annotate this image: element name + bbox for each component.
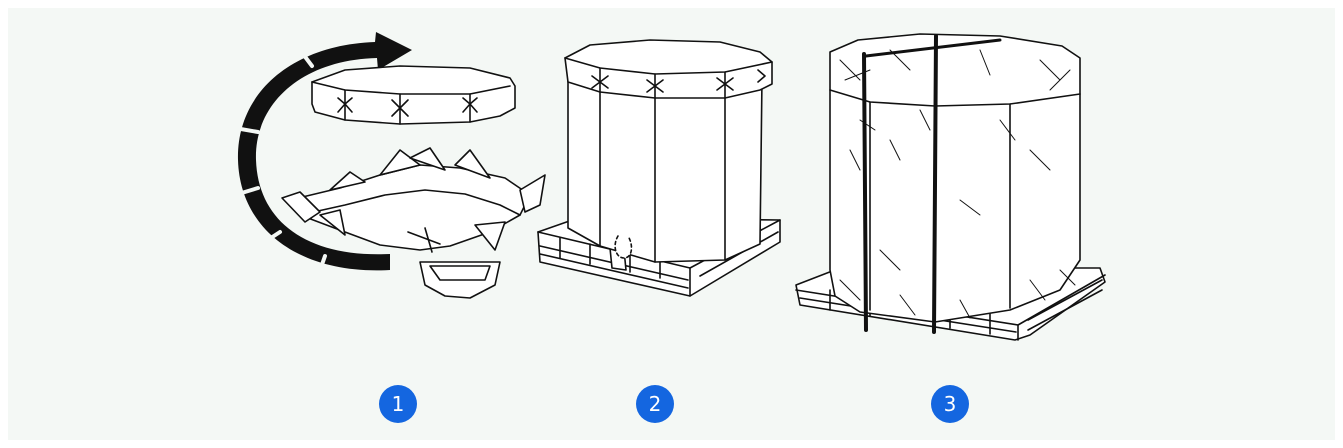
unfolded-base-tray xyxy=(282,148,545,298)
step-3-illustration xyxy=(796,34,1105,340)
wrapped-box xyxy=(830,34,1080,322)
octagon-box xyxy=(568,78,762,262)
step-3-badge: 3 xyxy=(931,385,969,423)
step-1-illustration xyxy=(235,32,545,298)
step-2-illustration xyxy=(538,40,780,296)
octagon-top-cap xyxy=(312,66,515,124)
step-1-badge: 1 xyxy=(379,385,417,423)
rotation-arrow-icon xyxy=(237,32,412,271)
strap xyxy=(864,36,1000,332)
box-lid xyxy=(565,40,772,98)
step-2-badge: 2 xyxy=(636,385,674,423)
